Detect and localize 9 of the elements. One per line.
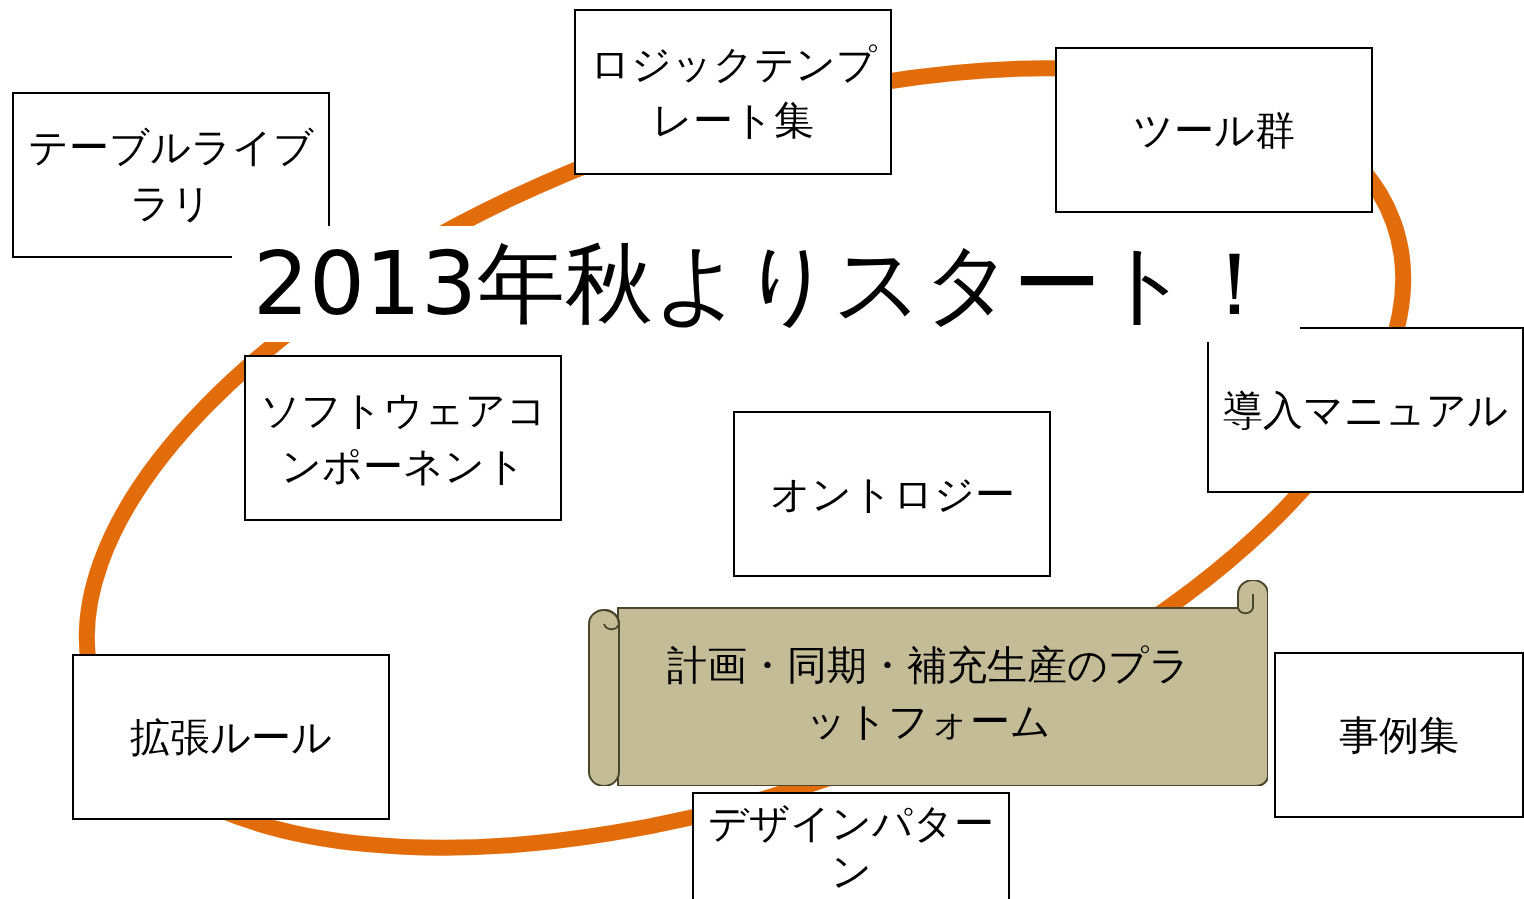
text-box: デザインパターン [692, 792, 1010, 899]
headline-text: 2013年秋よりスタート！ [232, 226, 1300, 342]
text-box: ソフトウェアコンポーネント [244, 355, 562, 521]
text-box: 事例集 [1274, 652, 1524, 818]
text-box: 導入マニュアル [1207, 327, 1524, 493]
text-box: ツール群 [1055, 47, 1373, 213]
text-box: オントロジー [733, 411, 1051, 577]
text-box: 拡張ルール [72, 654, 390, 820]
text-box: ロジックテンプレート集 [574, 9, 892, 175]
